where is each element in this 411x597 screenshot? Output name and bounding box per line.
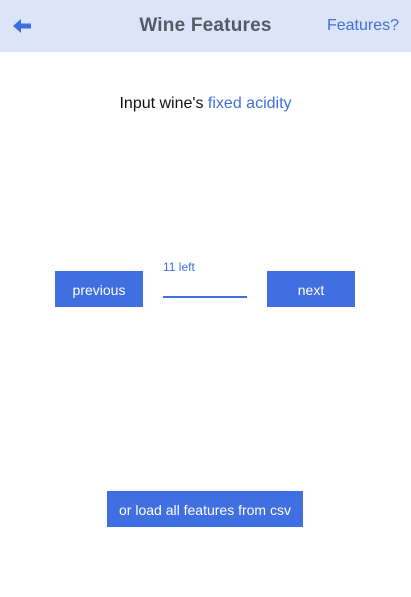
prompt-prefix: Input wine's	[119, 95, 204, 112]
feature-name: fixed acidity	[207, 95, 292, 112]
load-csv-button[interactable]: or load all features from csv	[107, 491, 303, 527]
back-button[interactable]	[10, 14, 34, 38]
feature-prompt: Input wine's fixed acidity	[0, 95, 411, 113]
app-bar: Wine Features Features?	[0, 0, 411, 52]
arrow-left-icon	[13, 19, 31, 33]
previous-button[interactable]: previous	[55, 271, 143, 307]
feature-input-group: 11 left	[163, 258, 247, 298]
next-button[interactable]: next	[267, 271, 355, 307]
features-help-link[interactable]: Features?	[326, 17, 399, 34]
feature-value-input[interactable]	[163, 276, 247, 298]
remaining-counter: 11 left	[163, 260, 195, 274]
page-title: Wine Features	[139, 15, 272, 36]
